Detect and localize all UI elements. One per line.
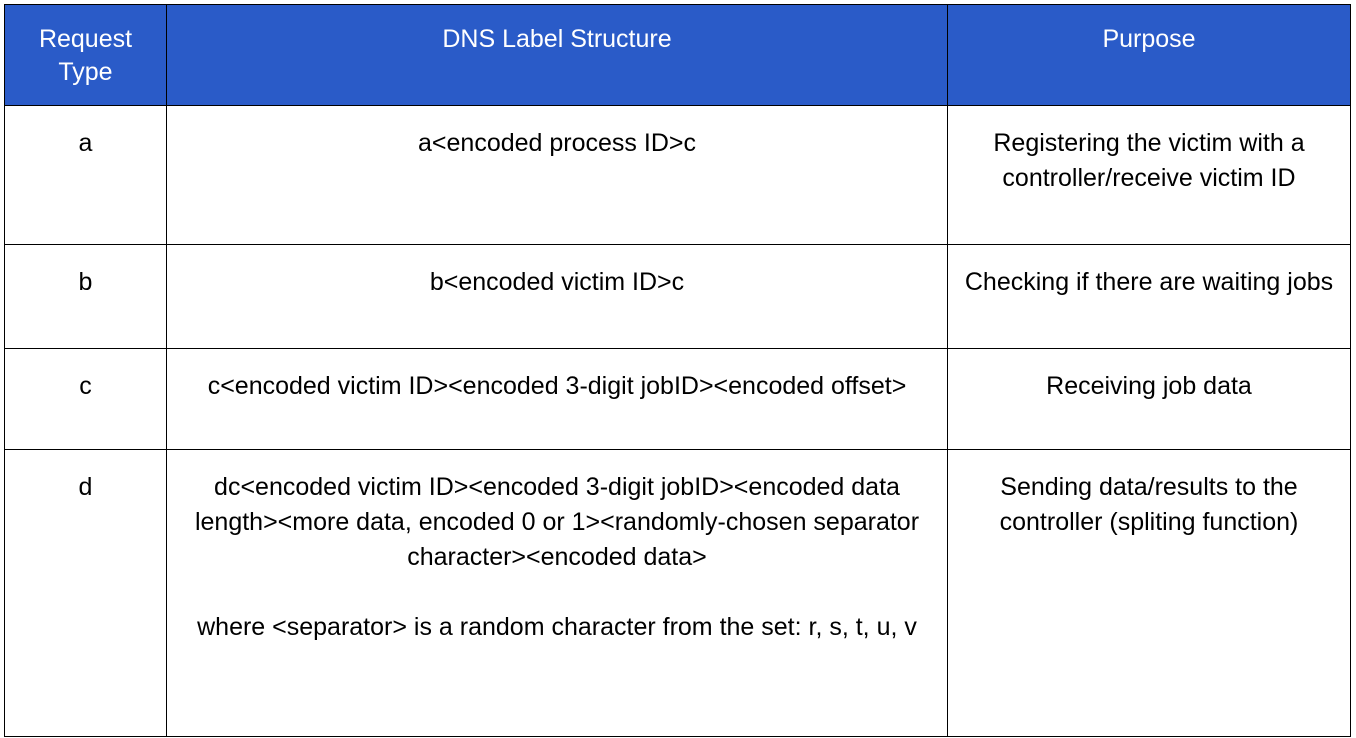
- dns-label-structure-cell: dc<encoded victim ID><encoded 3-digit jo…: [166, 449, 948, 737]
- table-row: b b<encoded victim ID>c Checking if ther…: [4, 244, 1351, 349]
- header-request-type: Request Type: [4, 4, 167, 106]
- dns-label-structure-cell: b<encoded victim ID>c: [166, 244, 948, 349]
- header-dns-label-structure: DNS Label Structure: [166, 4, 948, 106]
- dns-label-structure-cell: a<encoded process ID>c: [166, 105, 948, 245]
- table-row: a a<encoded process ID>c Registering the…: [4, 105, 1351, 245]
- purpose-cell: Checking if there are waiting jobs: [947, 244, 1351, 349]
- request-type-cell: d: [4, 449, 167, 737]
- request-type-cell: a: [4, 105, 167, 245]
- purpose-cell: Sending data/results to the controller (…: [947, 449, 1351, 737]
- purpose-cell: Receiving job data: [947, 348, 1351, 450]
- purpose-cell: Registering the victim with a controller…: [947, 105, 1351, 245]
- dns-label-table-container: Request Type DNS Label Structure Purpose…: [4, 4, 1351, 737]
- dns-label-table: Request Type DNS Label Structure Purpose…: [4, 4, 1351, 737]
- request-type-cell: b: [4, 244, 167, 349]
- request-type-cell: c: [4, 348, 167, 450]
- table-row: c c<encoded victim ID><encoded 3-digit j…: [4, 348, 1351, 450]
- header-row: Request Type DNS Label Structure Purpose: [4, 4, 1351, 106]
- header-purpose: Purpose: [947, 4, 1351, 106]
- dns-label-structure-cell: c<encoded victim ID><encoded 3-digit job…: [166, 348, 948, 450]
- table-row: d dc<encoded victim ID><encoded 3-digit …: [4, 449, 1351, 737]
- spacer: [177, 575, 937, 610]
- dns-label-structure-text: dc<encoded victim ID><encoded 3-digit jo…: [194, 473, 920, 571]
- separator-note: where <separator> is a random character …: [197, 613, 917, 641]
